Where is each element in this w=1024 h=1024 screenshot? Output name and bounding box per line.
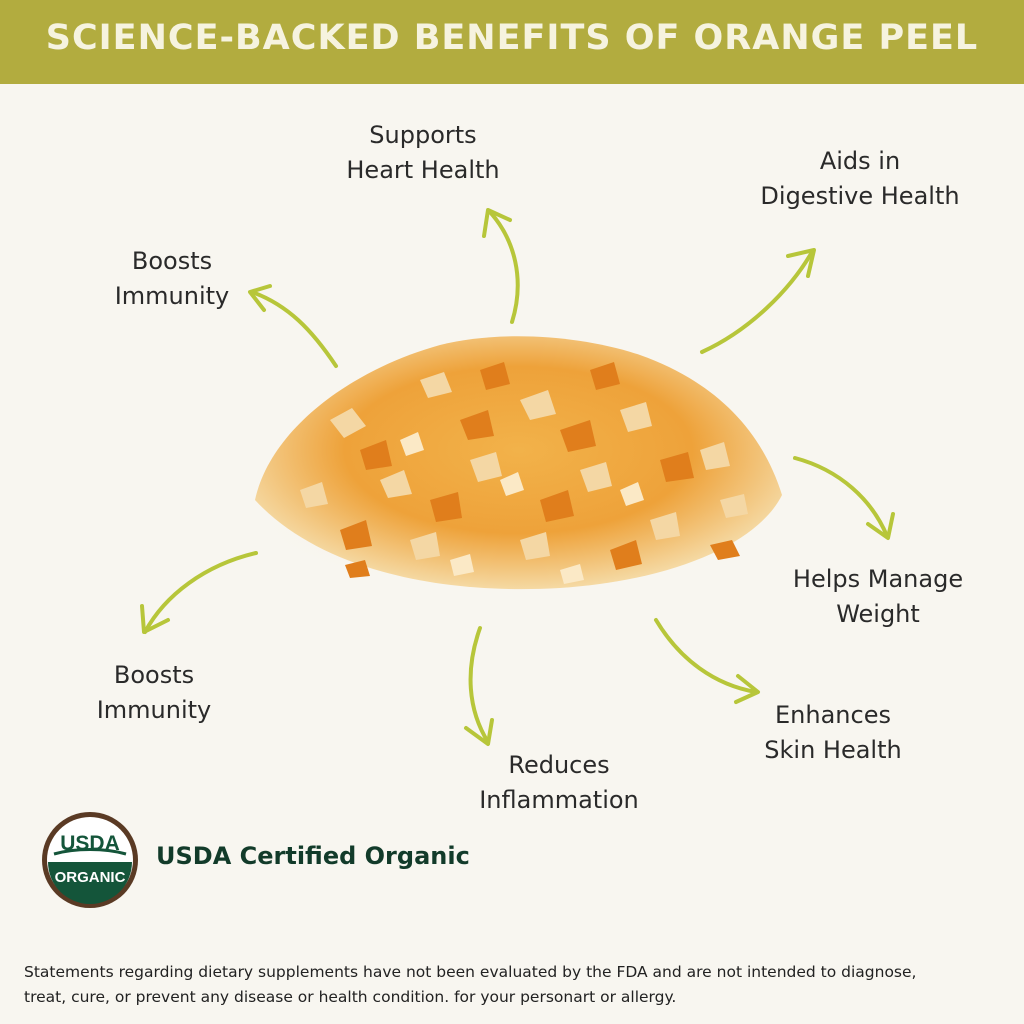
benefit-line: Heart Health — [346, 156, 500, 184]
usda-organic-seal: USDA ORGANIC — [42, 812, 138, 908]
disclaimer-line: Statements regarding dietary supplements… — [24, 963, 917, 981]
benefit-line: Enhances — [775, 701, 891, 729]
header-banner: SCIENCE-BACKED BENEFITS OF ORANGE PEEL — [0, 0, 1024, 84]
benefit-line: Boosts — [113, 661, 195, 689]
benefit-immunity-top: Boosts Immunity — [92, 244, 252, 314]
benefit-manage-weight: Helps Manage Weight — [770, 562, 986, 632]
benefit-skin-health: Enhances Skin Health — [742, 698, 924, 768]
benefit-line: Digestive Health — [760, 182, 960, 210]
benefit-line: Weight — [836, 600, 920, 628]
arrow-heart-health — [482, 208, 520, 324]
seal-bottom-text: ORGANIC — [55, 869, 126, 886]
benefit-inflammation: Reduces Inflammation — [452, 748, 666, 818]
benefit-line: Inflammation — [479, 786, 639, 814]
benefit-line: Supports — [369, 121, 477, 149]
arrow-immunity-top — [248, 284, 338, 368]
certification-label: USDA Certified Organic — [156, 842, 470, 870]
seal-top-text: USDA — [60, 832, 120, 855]
arrow-inflammation — [464, 626, 494, 746]
benefit-line: Immunity — [114, 282, 230, 310]
benefit-line: Reduces — [508, 751, 610, 779]
benefit-line: Aids in — [819, 147, 901, 175]
benefit-line: Immunity — [96, 696, 212, 724]
benefit-line: Helps Manage — [792, 565, 964, 593]
benefit-line: Boosts — [131, 247, 213, 275]
benefit-immunity-bottom: Boosts Immunity — [74, 658, 234, 728]
orange-peel-pile-image — [240, 336, 790, 595]
fda-disclaimer: Statements regarding dietary supplements… — [24, 960, 1014, 1010]
arrow-manage-weight — [793, 456, 895, 540]
benefit-heart-health: Supports Heart Health — [318, 118, 528, 188]
benefit-digestive-health: Aids in Digestive Health — [738, 144, 982, 214]
arrow-digestive-health — [700, 248, 816, 354]
arrow-skin-health — [654, 618, 760, 704]
arrow-immunity-bottom — [140, 551, 258, 634]
disclaimer-line: treat, cure, or prevent any disease or h… — [24, 988, 677, 1006]
page-title: SCIENCE-BACKED BENEFITS OF ORANGE PEEL — [45, 18, 979, 58]
benefit-line: Skin Health — [764, 736, 902, 764]
